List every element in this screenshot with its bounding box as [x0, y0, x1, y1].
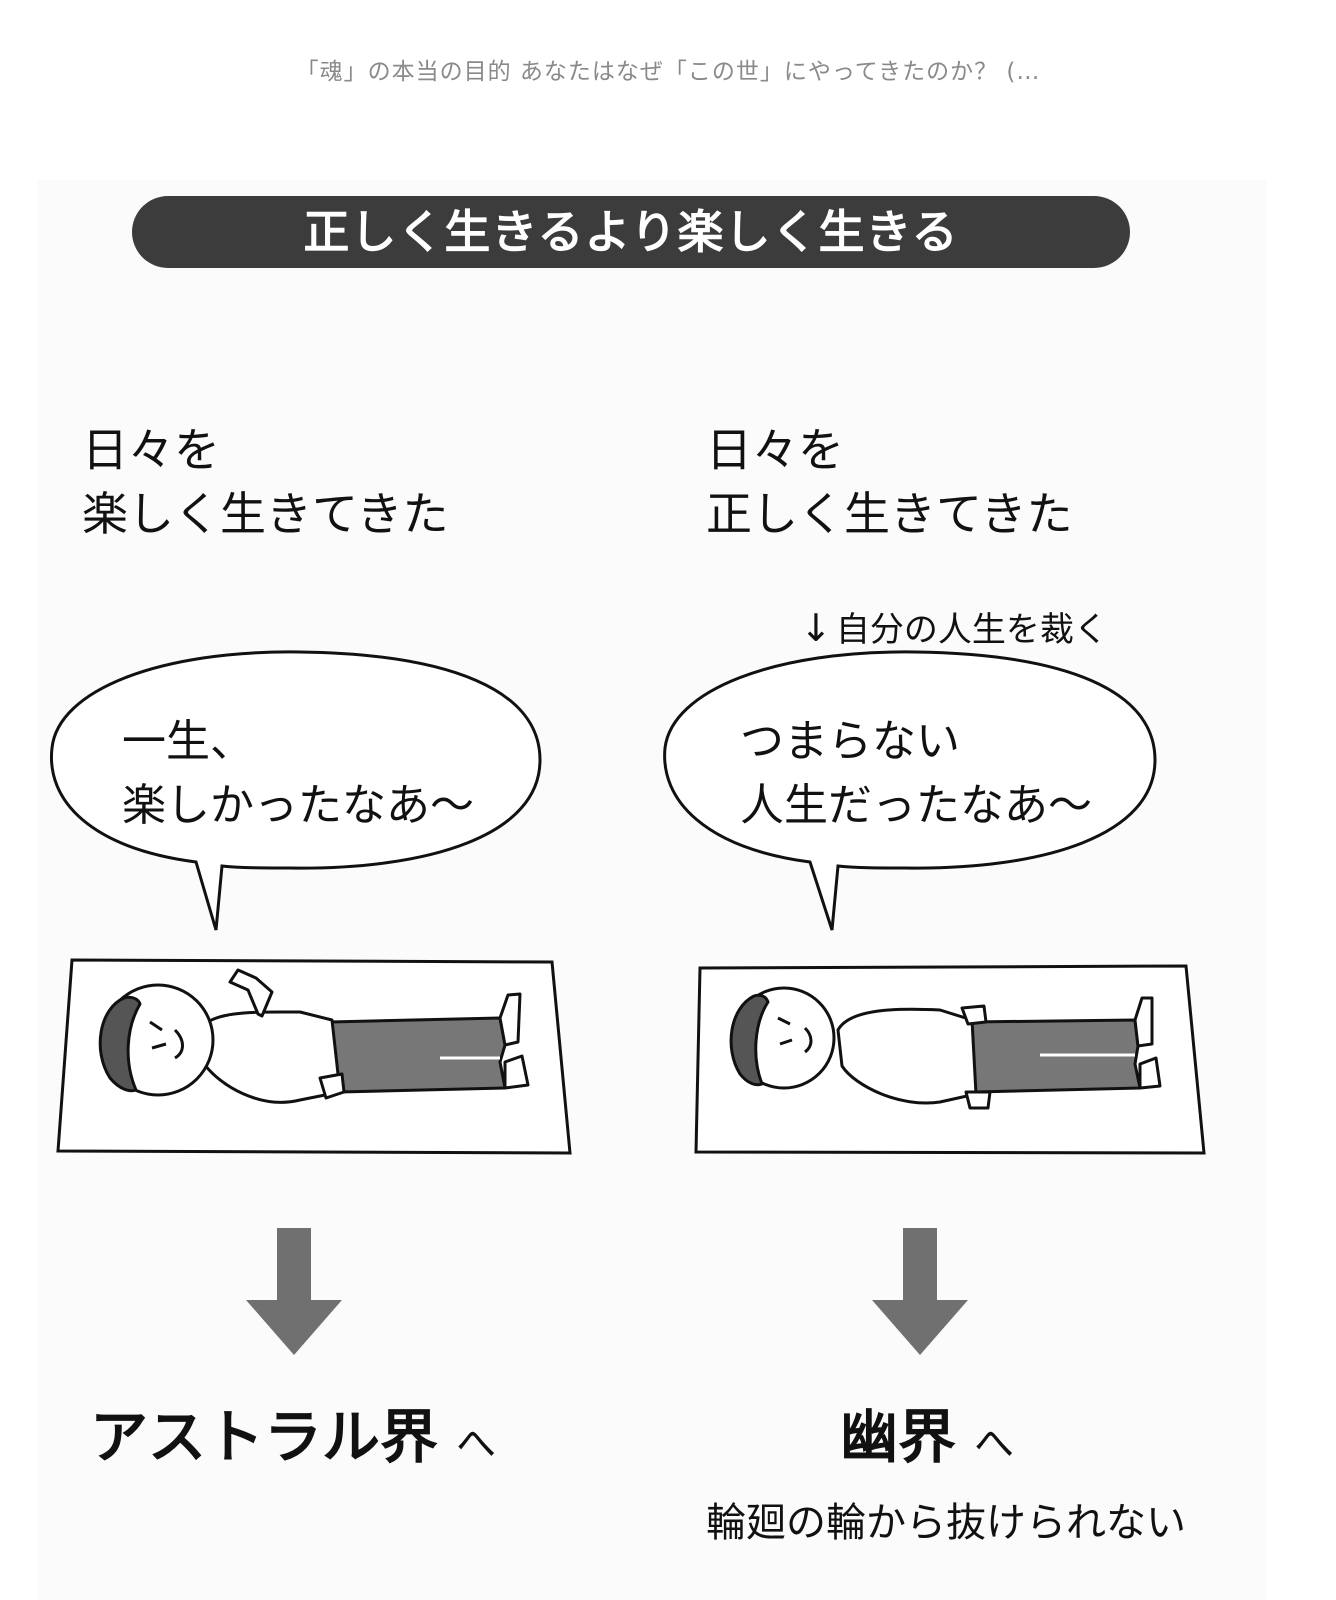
illustration-panel: [38, 180, 1266, 1600]
right-down-arrow: [872, 1228, 968, 1355]
left-heading-line1: 日々を: [82, 423, 220, 477]
left-down-arrow: [246, 1228, 342, 1355]
title-banner: 正しく生きるより楽しく生きる: [132, 196, 1130, 268]
left-person: [98, 968, 530, 1104]
page-caption: 「魂」の本当の目的 あなたはなぜ「この世」にやってきたのか？ (…: [295, 59, 1041, 85]
right-heading: 日々を 正しく生きてきた: [706, 418, 1073, 546]
right-person: [729, 986, 1162, 1110]
left-bubble-text: 一生、 楽しかったなあ〜: [122, 710, 474, 838]
down-arrow-icon: ↓: [800, 606, 832, 650]
right-person-hair: [729, 993, 770, 1087]
left-heading: 日々を 楽しく生きてきた: [82, 418, 449, 546]
judge-note: ↓自分の人生を裁く: [800, 602, 1108, 651]
left-heading-line2: 楽しく生きてきた: [82, 487, 449, 541]
left-destination: アストラル界へ: [90, 1390, 496, 1474]
right-subtext: 輪廻の輪から抜けられない: [706, 1500, 1186, 1546]
left-person-legs: [328, 1016, 507, 1094]
right-destination: 幽界へ: [840, 1390, 1014, 1474]
right-destination-name: 幽界: [840, 1403, 957, 1471]
left-speech-bubble: [49, 650, 542, 931]
left-person-raised-arm: [228, 968, 274, 1018]
left-person-hair: [98, 995, 142, 1093]
right-person-hands: [960, 1004, 992, 1110]
left-destination-name: アストラル界: [90, 1403, 439, 1471]
right-heading-line1: 日々を: [706, 423, 844, 477]
right-heading-line2: 正しく生きてきた: [706, 487, 1073, 541]
right-bubble-line1: つまらない: [740, 716, 960, 767]
left-person-feet: [498, 992, 530, 1090]
judge-note-text: 自分の人生を裁く: [835, 610, 1108, 650]
left-destination-suffix: へ: [456, 1421, 497, 1467]
right-speech-bubble: [663, 650, 1157, 931]
right-bubble-text: つまらない 人生だったなあ〜: [740, 710, 1092, 838]
left-bubble-line2: 楽しかったなあ〜: [122, 780, 474, 831]
right-destination-suffix: へ: [974, 1421, 1015, 1467]
left-bubble-line1: 一生、: [122, 716, 254, 767]
right-person-feet: [1133, 996, 1162, 1090]
right-bubble-line2: 人生だったなあ〜: [740, 780, 1092, 831]
left-person-hand: [318, 1072, 346, 1100]
